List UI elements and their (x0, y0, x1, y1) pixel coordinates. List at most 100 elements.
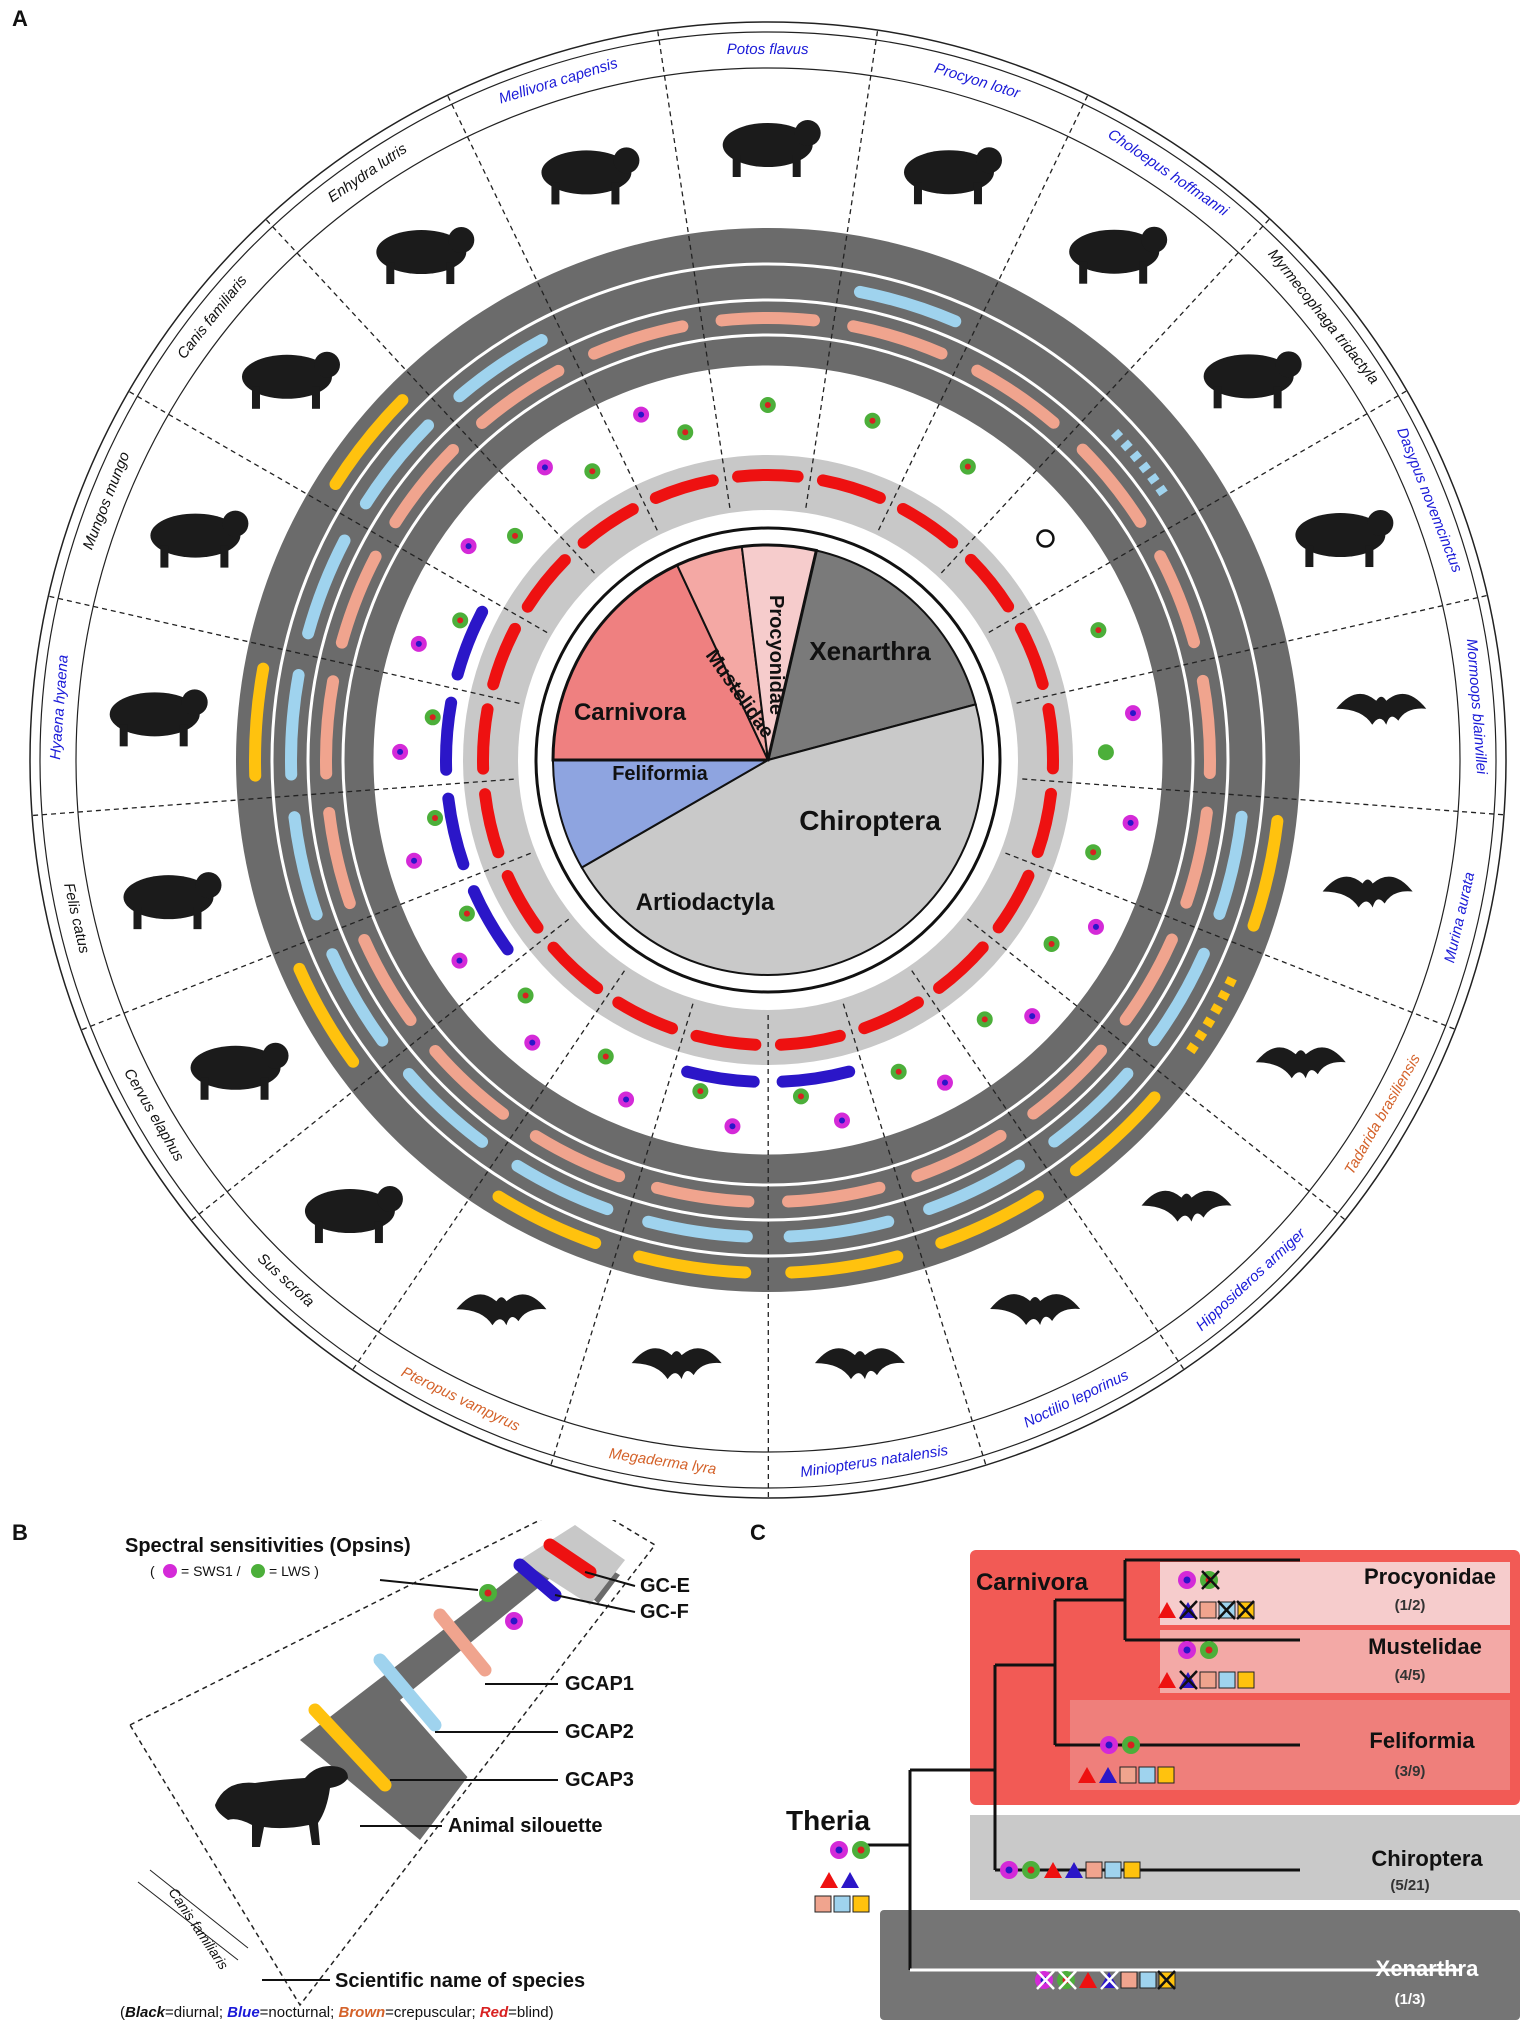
sws1-dot-center (729, 1123, 736, 1130)
gce-bar (487, 622, 521, 691)
lws-dot-center (457, 617, 464, 624)
gce-bar (1014, 622, 1049, 691)
gce-bar (690, 1029, 762, 1051)
head-shape (448, 227, 475, 254)
leg-shape (446, 262, 455, 285)
gcap3-fragment (1217, 989, 1231, 1002)
gce-bar (501, 870, 544, 934)
body-shape (190, 1045, 281, 1090)
gcap2-bar (1048, 1067, 1134, 1148)
theria-gcap-sq3-square (852, 1895, 870, 1913)
bat-silhouette (1141, 1190, 1232, 1222)
lws-dot-center (1090, 849, 1097, 856)
lws-dot-center (429, 714, 436, 721)
bat-shape (990, 1294, 1081, 1325)
dog-silhouette (215, 1766, 348, 1847)
gcap1-bar (1196, 674, 1216, 780)
gcap1-bar (358, 933, 417, 1026)
body-shape (304, 1189, 395, 1234)
gcap2-bar (402, 1068, 489, 1148)
leg-shape (1273, 386, 1282, 409)
procyonidae-opsin-sws1-center (1183, 1576, 1191, 1584)
leg-shape (386, 262, 395, 285)
chiroptera-slice (580, 703, 984, 976)
bat-silhouette (814, 1348, 905, 1380)
carnivora-slice-outline (551, 543, 819, 762)
chiroptera-gcf-triangle (1065, 1862, 1083, 1878)
procyonidae-gene-lost-mark (1217, 1600, 1236, 1620)
bat-shape (631, 1348, 722, 1380)
procyonidae-gene-lost-mark (1236, 1600, 1255, 1620)
leg-shape (1213, 386, 1222, 409)
gcap3-bar (293, 962, 360, 1068)
raccoon-silhouette (903, 147, 1002, 205)
gcf-bar (681, 1065, 760, 1088)
gce-bar (964, 553, 1015, 613)
bat-silhouette (631, 1348, 722, 1380)
xenarthra-gce-triangle (1079, 1972, 1097, 1988)
bat-silhouette (1255, 1047, 1346, 1079)
opsins-title: Spectral sensitivities (Opsins) (125, 1535, 411, 1557)
body-shape (376, 230, 467, 275)
gcap1-bar (715, 312, 820, 327)
xenarthra-box (880, 1910, 1520, 2020)
lws-absent-ring (1036, 529, 1055, 548)
xenarthra-slice (766, 549, 977, 762)
body-shape (241, 354, 332, 399)
gce-bar (477, 703, 494, 775)
opsins-sws1: = SWS1 / (181, 1563, 241, 1579)
sws1-dot-center (1029, 1013, 1036, 1020)
gcap2-bar (453, 334, 548, 403)
theria-opsin-sws1-center (835, 1846, 843, 1854)
chiroptera-sws1-center (1005, 1866, 1013, 1874)
gcap1-bar (847, 320, 948, 360)
gcap3-bar (633, 1250, 752, 1279)
xenarthra-lost-mark (1157, 1970, 1176, 1990)
bat-shape (814, 1348, 905, 1380)
gcf-bar (451, 605, 489, 681)
body-shape (903, 150, 994, 195)
legend-white-band (400, 1570, 600, 1780)
circular-gene-diagram: XenarthraChiropteraArtiodactylaCarnivora… (29, 21, 1507, 1499)
opsins-open: ( (150, 1563, 155, 1579)
opsins-lws: = LWS ) (269, 1563, 319, 1579)
sws1-dot-center (456, 957, 463, 964)
leg-shape (1079, 261, 1088, 284)
dog-silhouette (241, 351, 340, 409)
xenarthra-lost-mark (1036, 1970, 1055, 1990)
leg-shape (193, 907, 202, 930)
sws1-dot-center (415, 640, 422, 647)
ring-separator-2 (341, 333, 1195, 1187)
label-feliformia: Feliformia (1369, 1728, 1475, 1753)
leg-shape (792, 155, 801, 178)
feliformia-gene-gce-triangle (1078, 1767, 1096, 1783)
gcap3-fragment (1186, 1042, 1199, 1055)
legend-species-name: Canis familiaris (166, 1885, 232, 1973)
activity-blue-desc: =nocturnal; (259, 2004, 339, 2021)
xenarthra-lost-mark (1058, 1970, 1077, 1990)
mongoose-silhouette (150, 510, 249, 568)
procyonidae-opsin-lost-mark (1201, 1570, 1220, 1590)
leg-shape (551, 182, 560, 205)
theria-opsin-lws-center (857, 1846, 865, 1854)
chiroptera-gce-triangle (1044, 1862, 1062, 1878)
gcap1-bar (335, 550, 382, 649)
pie-label-artiodactyla: Artiodactyla (636, 889, 775, 916)
leg-shape (1365, 545, 1374, 568)
lws-dot-center (869, 417, 876, 424)
label-chiroptera-count: (5/21) (1390, 1877, 1429, 1894)
label-scientific-name: Scientific name of species (335, 1970, 585, 1992)
bat-shape (456, 1294, 547, 1326)
gcf-bar (513, 1558, 562, 1602)
gcap2-fragment (1138, 461, 1151, 474)
feliformia-gene-sq1-square (1119, 1766, 1137, 1784)
gcap3-fragment (1224, 976, 1237, 988)
sloth-silhouette (1069, 226, 1168, 284)
gcap2-bar (1148, 947, 1210, 1047)
gcap3-bar (1069, 1091, 1161, 1177)
activity-black-desc: =diurnal; (165, 2004, 228, 2021)
xenarthra-sq2-square (1139, 1971, 1157, 1989)
bat-shape (1322, 876, 1413, 908)
activity-red: Red (479, 2004, 509, 2021)
body-shape (123, 875, 214, 920)
